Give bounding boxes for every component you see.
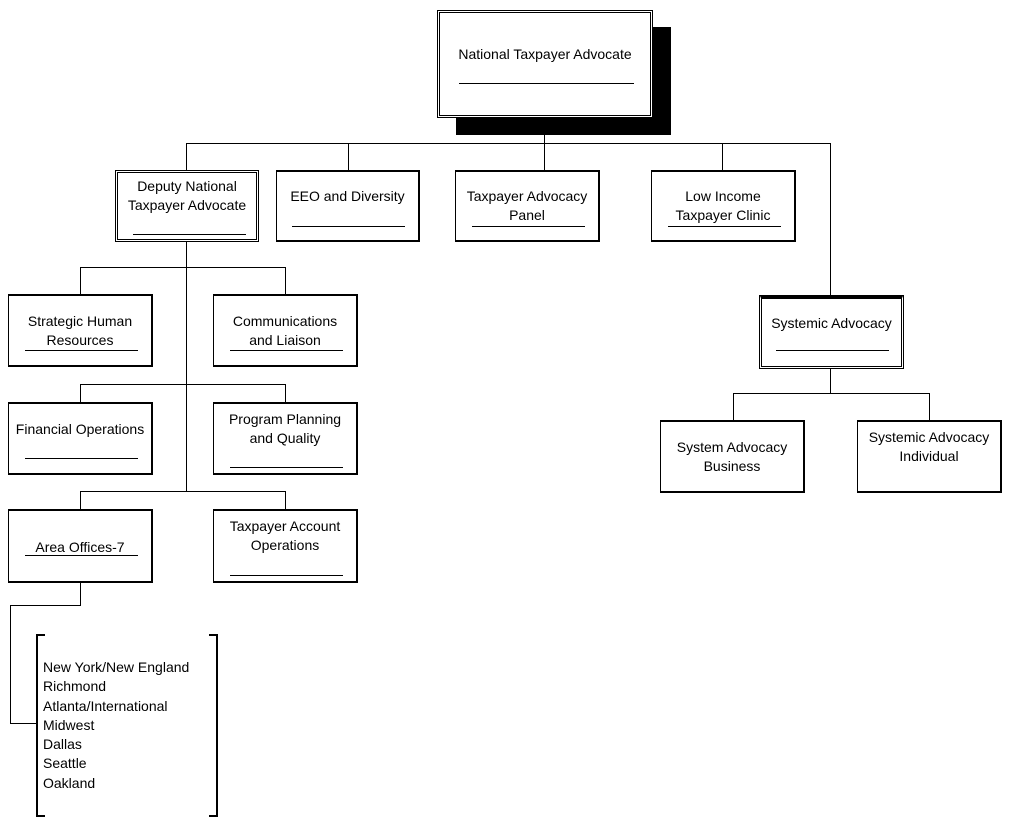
list-item: Oakland <box>43 774 96 791</box>
label-underline <box>25 458 138 459</box>
connector-line <box>80 582 81 606</box>
connector-line <box>733 393 930 394</box>
connector-line <box>733 393 734 421</box>
label-underline <box>25 350 138 351</box>
connector-line <box>80 491 286 492</box>
node-deputy-national-taxpayer-advocate[interactable]: Deputy National Taxpayer Advocate <box>115 170 259 242</box>
connector-line <box>80 384 81 403</box>
node-communications-and-liaison[interactable]: Communications and Liaison <box>213 294 358 367</box>
connector-line <box>722 143 723 171</box>
connector-line <box>10 723 37 724</box>
node-label: National Taxpayer Advocate <box>458 46 632 62</box>
connector-line <box>186 143 187 171</box>
label-underline <box>230 467 343 468</box>
node-system-advocacy-business[interactable]: System Advocacy Business <box>660 420 805 493</box>
connector-line <box>80 267 286 268</box>
connector-line <box>929 393 930 421</box>
list-item: Atlanta/International <box>43 697 168 714</box>
node-systemic-advocacy[interactable]: Systemic Advocacy <box>759 295 904 369</box>
connector-line <box>186 241 187 492</box>
node-label: Taxpayer Advocacy Panel <box>466 188 588 223</box>
list-bracket-right <box>209 634 218 817</box>
list-item: New York/New England <box>43 659 190 675</box>
node-label: Strategic Human Resources <box>27 313 133 348</box>
list-bracket-left <box>36 634 45 817</box>
connector-line <box>285 491 286 510</box>
connector-line <box>10 605 11 724</box>
label-underline <box>472 226 585 227</box>
node-label: Financial Operations <box>15 421 145 437</box>
connector-line <box>830 143 831 296</box>
node-label: Communications and Liaison <box>232 313 338 348</box>
connector-line <box>348 143 349 171</box>
connector-line <box>830 368 831 394</box>
label-underline <box>230 350 343 351</box>
node-label: EEO and Diversity <box>290 188 405 204</box>
node-label: Systemic Advocacy <box>771 315 892 331</box>
list-item: Richmond <box>43 678 107 695</box>
node-label: Systemic Advocacy Individual <box>868 429 990 464</box>
node-taxpayer-account-operations[interactable]: Taxpayer Account Operations <box>213 509 358 583</box>
connector-line <box>80 491 81 510</box>
node-financial-operations[interactable]: Financial Operations <box>8 402 153 475</box>
connector-line <box>544 143 545 171</box>
node-program-planning-and-quality[interactable]: Program Planning and Quality <box>213 402 358 475</box>
label-underline <box>776 350 889 351</box>
node-strategic-human-resources[interactable]: Strategic Human Resources <box>8 294 153 367</box>
node-taxpayer-advocacy-panel[interactable]: Taxpayer Advocacy Panel <box>455 170 600 242</box>
label-underline <box>133 234 246 235</box>
connector-line <box>285 267 286 295</box>
label-underline <box>459 83 634 84</box>
node-label: System Advocacy Business <box>676 439 788 474</box>
label-underline <box>292 226 405 227</box>
list-item: Midwest <box>43 716 95 733</box>
node-area-offices[interactable]: Area Offices-7 <box>8 509 153 583</box>
node-label: Area Offices-7 <box>35 539 125 555</box>
node-systemic-advocacy-individual[interactable]: Systemic Advocacy Individual <box>857 420 1002 493</box>
list-item: Dallas <box>43 736 82 753</box>
node-eeo-and-diversity[interactable]: EEO and Diversity <box>276 170 420 242</box>
node-label: Low Income Taxpayer Clinic <box>675 188 771 223</box>
connector-line <box>285 384 286 403</box>
node-label: Taxpayer Account Operations <box>229 518 341 553</box>
connector-line <box>186 143 831 144</box>
connector-line <box>80 384 286 385</box>
node-low-income-taxpayer-clinic[interactable]: Low Income Taxpayer Clinic <box>651 170 796 242</box>
node-label: Deputy National Taxpayer Advocate <box>127 178 247 213</box>
label-underline <box>25 555 138 556</box>
connector-line <box>80 267 81 295</box>
node-national-taxpayer-advocate[interactable]: National Taxpayer Advocate <box>437 10 653 118</box>
connector-line <box>10 605 81 606</box>
area-office-list: New York/New England Richmond Atlanta/In… <box>43 658 213 793</box>
node-label: Program Planning and Quality <box>228 411 342 446</box>
list-item: Seattle <box>43 755 87 772</box>
label-underline <box>230 575 343 576</box>
label-underline <box>668 226 781 227</box>
